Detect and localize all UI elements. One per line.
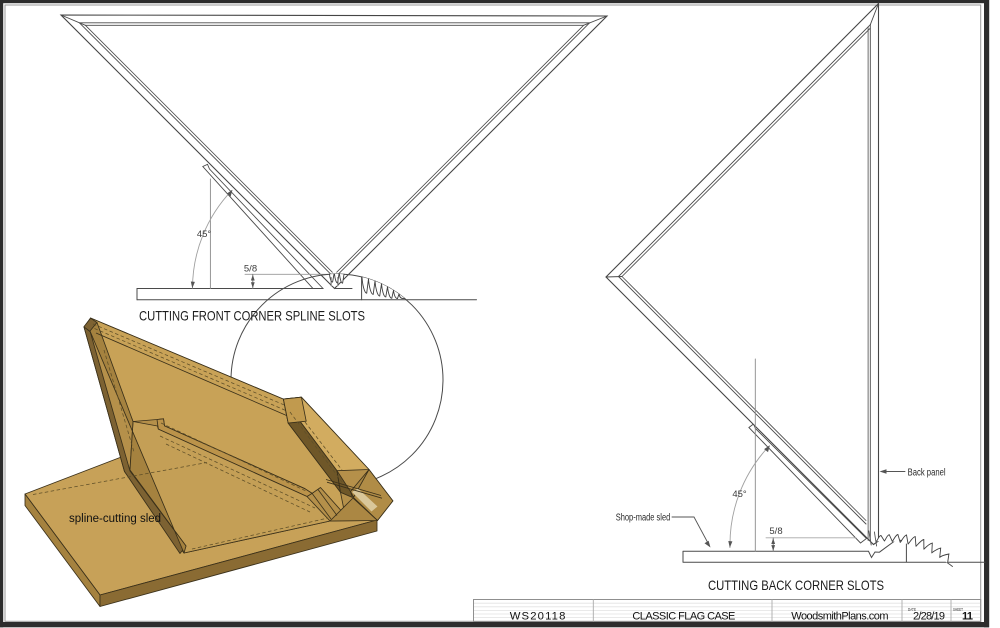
svg-text:CLASSIC FLAG CASE: CLASSIC FLAG CASE [632,611,735,623]
svg-text:WS20118: WS20118 [510,611,566,623]
svg-text:SHEET: SHEET [953,607,963,612]
svg-text:WoodsmithPlans.com: WoodsmithPlans.com [791,611,888,623]
svg-text:DATE: DATE [908,607,916,612]
svg-text:45°: 45° [732,489,747,500]
svg-text:Shop-made sled: Shop-made sled [616,513,671,524]
svg-text:Back panel: Back panel [908,467,946,478]
svg-text:11: 11 [962,611,973,623]
svg-text:2/28/19: 2/28/19 [913,611,945,623]
svg-text:5/8: 5/8 [244,264,257,275]
svg-text:CUTTING FRONT CORNER SPLINE SL: CUTTING FRONT CORNER SPLINE SLOTS [139,308,365,324]
svg-text:spline-cutting sled: spline-cutting sled [69,513,161,525]
svg-text:5/8: 5/8 [769,526,782,537]
svg-text:45°: 45° [197,229,212,240]
svg-text:CUTTING BACK CORNER SLOTS: CUTTING BACK CORNER SLOTS [708,577,884,593]
